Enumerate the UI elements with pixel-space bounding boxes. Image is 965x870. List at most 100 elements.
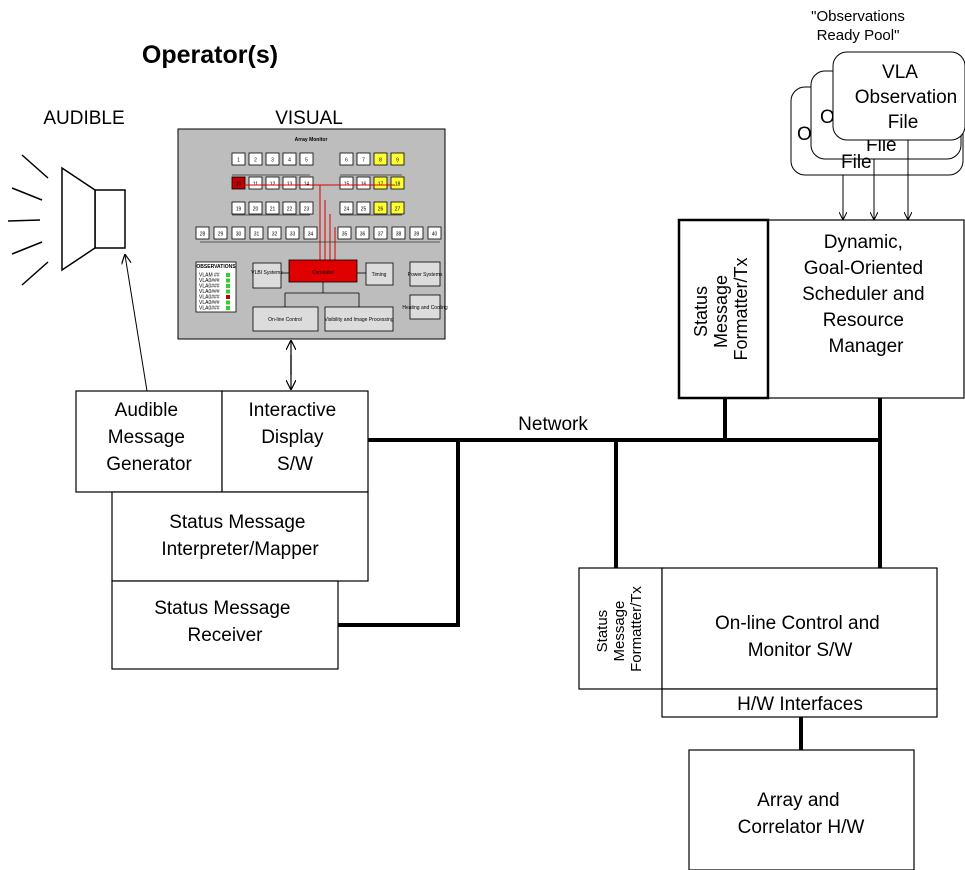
array-monitor: Array Monitor 12345678910111213141516171…: [177, 128, 448, 340]
hw-interfaces-label: H/W Interfaces: [737, 694, 863, 715]
network-label: Network: [518, 414, 588, 435]
svg-text:Array and Correlator H/W: Array and Correlator H/W: [738, 790, 865, 838]
interactive-line2: Display: [261, 427, 324, 448]
vlbi-systems: VLBI Systems: [251, 270, 283, 276]
svg-text:Dynamic, Goal-Oriented: Dynamic, Goal-Oriented Scheduler and Res…: [802, 232, 930, 357]
antenna-39: 39: [409, 226, 424, 240]
antenna-11: 11: [248, 176, 263, 190]
antenna-29: 29: [213, 226, 228, 240]
observation-row: VLA0###: [199, 284, 230, 290]
observation-row: VLA0###: [199, 306, 230, 312]
antenna-4: 4: [282, 152, 297, 166]
svg-text:28: 28: [200, 232, 206, 238]
svg-text:2: 2: [254, 158, 257, 164]
antenna-38: 38: [391, 226, 406, 240]
audible-gen-line2: Message: [108, 427, 185, 448]
svg-text:37: 37: [378, 232, 384, 238]
back-file-fragment1: O: [797, 124, 812, 145]
svg-text:26: 26: [378, 207, 384, 213]
network-bus: [338, 398, 882, 750]
receiver-line1: Status Message: [154, 598, 290, 619]
online-line2: Monitor S/W: [748, 640, 853, 661]
svg-text:VLA0###: VLA0###: [199, 295, 220, 301]
antenna-2: 2: [248, 152, 263, 166]
svg-text:25: 25: [361, 207, 367, 213]
svg-text:30: 30: [236, 232, 242, 238]
antenna-9: 9: [390, 152, 405, 166]
interactive-display-sw: Interactive Display S/W: [221, 390, 369, 493]
vla-file-line2: Observation: [855, 87, 957, 108]
scheduler-line1: Dynamic,: [824, 232, 903, 253]
svg-text:18: 18: [395, 182, 401, 188]
observations-title: OBSERVATIONS: [196, 264, 236, 270]
svg-text:24: 24: [344, 207, 350, 213]
svg-text:6: 6: [345, 158, 348, 164]
receiver-line2: Receiver: [188, 625, 264, 646]
antenna-15: 15: [339, 176, 354, 190]
observation-row: VLA0###: [199, 289, 230, 295]
interactive-line3: S/W: [277, 454, 313, 475]
svg-text:VLAM ##: VLAM ##: [199, 273, 220, 279]
correlator-label: Correlator: [312, 270, 335, 276]
antenna-21: 21: [265, 201, 280, 215]
observation-files-stack: O File O File VLA Observation File: [790, 51, 965, 176]
svg-text:1: 1: [237, 158, 240, 164]
antenna-37: 37: [373, 226, 388, 240]
interpreter-line2: Interpreter/Mapper: [161, 539, 319, 560]
svg-text:20: 20: [253, 207, 259, 213]
antenna-7: 7: [356, 152, 371, 166]
svg-text:VLA0###: VLA0###: [199, 278, 220, 284]
svg-text:Status Message For: Status Message Formatter/Tx: [691, 257, 751, 360]
array-line1: Array and: [757, 790, 839, 811]
antenna-1: 1: [231, 152, 246, 166]
observation-row: VLA0###: [199, 300, 230, 306]
antenna-12: 12: [265, 176, 280, 190]
svg-text:4: 4: [288, 158, 291, 164]
svg-text:21: 21: [270, 207, 276, 213]
visual-label: VISUAL: [275, 108, 343, 129]
antenna-20: 20: [248, 201, 263, 215]
antenna-28: 28: [195, 226, 210, 240]
svg-text:VLA0###: VLA0###: [199, 306, 220, 312]
vla-file-line1: VLA: [882, 62, 918, 83]
array-line2: Correlator H/W: [738, 817, 865, 838]
svg-text:19: 19: [236, 207, 242, 213]
pool-caption-line2: Ready Pool": [817, 27, 900, 44]
svg-text:Status Message Receiver: Status Message Receiver: [154, 598, 296, 646]
status-message-interpreter: Status Message Interpreter/Mapper: [111, 491, 369, 582]
antenna-36: 36: [355, 226, 370, 240]
vla-file-line3: File: [888, 112, 919, 133]
antenna-32: 32: [267, 226, 282, 240]
svg-text:VLA0###: VLA0###: [199, 284, 220, 290]
timing-label: Timing: [372, 272, 387, 278]
svg-text:Status Message Interpret: Status Message Interpreter/Mapper: [161, 512, 319, 560]
antenna-5: 5: [299, 152, 314, 166]
svg-text:8: 8: [379, 158, 382, 164]
audible-message-generator: Audible Message Generator: [75, 390, 223, 493]
audible-gen-line3: Generator: [106, 454, 192, 475]
antenna-6: 6: [339, 152, 354, 166]
heating-cooling: Heating and Cooling: [402, 305, 448, 311]
operators-title: Operator(s): [142, 41, 278, 69]
svg-text:7: 7: [362, 158, 365, 164]
svg-text:33: 33: [290, 232, 296, 238]
status-formatter-lower: Status Message Formatter/Tx: [578, 567, 663, 690]
svg-text:22: 22: [287, 207, 293, 213]
svg-text:29: 29: [218, 232, 224, 238]
antenna-40: 40: [427, 226, 442, 240]
formatter-lower-line2: Message: [611, 601, 628, 662]
antenna-22: 22: [282, 201, 297, 215]
formatter-lower-line3: Formatter/Tx: [628, 586, 645, 672]
svg-text:31: 31: [254, 232, 260, 238]
antenna-grid: 1234567891011121314151617181920212223242…: [195, 152, 442, 240]
observations-list: VLAM ##VLA0###VLA0###VLA0###VLA0###VLA0#…: [199, 273, 230, 312]
svg-text:VLA0###: VLA0###: [199, 300, 220, 306]
middle-file-fragment1: O: [820, 107, 835, 128]
antenna-23: 23: [299, 201, 314, 215]
antenna-14: 14: [299, 176, 314, 190]
svg-text:Audible Message Ge: Audible Message Generator: [106, 400, 192, 475]
svg-text:39: 39: [414, 232, 420, 238]
svg-text:23: 23: [304, 207, 310, 213]
visibility-processing: Visibility and Image Processing: [324, 317, 393, 323]
